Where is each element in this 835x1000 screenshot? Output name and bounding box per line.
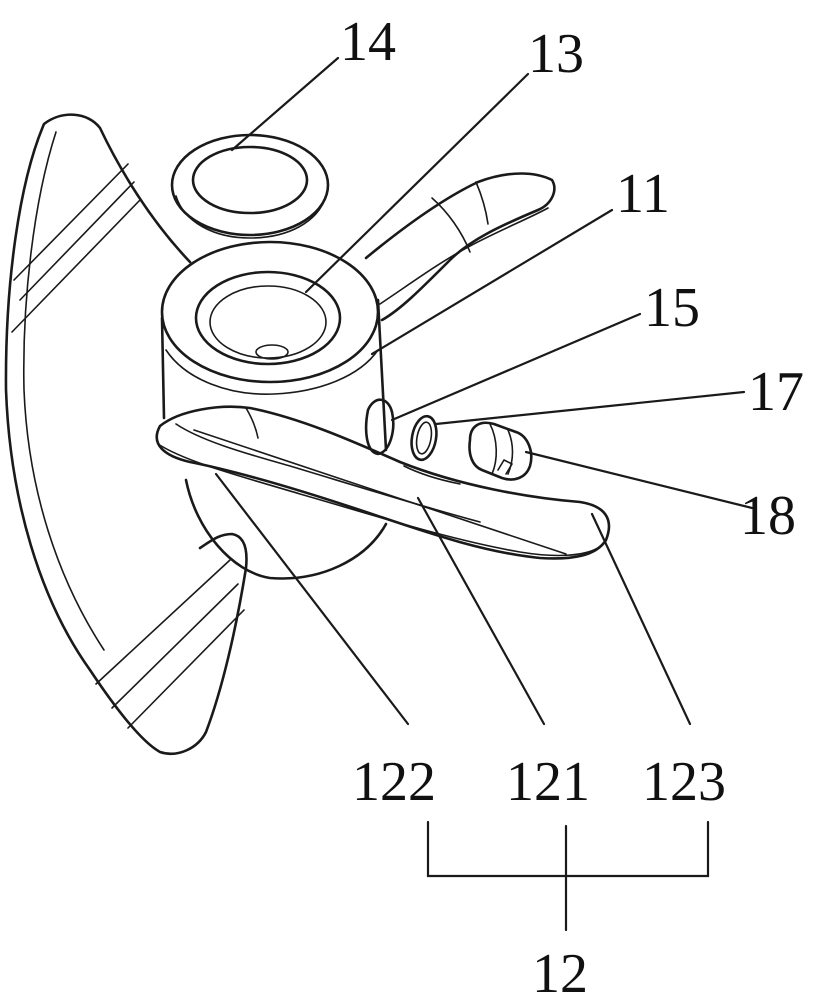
fastener-18 — [470, 423, 532, 480]
right-upper-blade — [366, 174, 554, 321]
leader-14 — [232, 58, 338, 150]
leader-15 — [392, 314, 640, 420]
o-ring-17 — [408, 414, 439, 461]
label-15: 15 — [644, 277, 700, 339]
leader-17 — [436, 392, 744, 424]
left-blade — [6, 115, 247, 754]
leader-123 — [592, 514, 690, 724]
reference-numerals: 14 13 11 15 17 18 122 121 123 12 — [340, 11, 804, 1000]
leader-121 — [418, 498, 544, 724]
label-14: 14 — [340, 11, 396, 73]
leader-122 — [216, 474, 408, 724]
ring-14 — [172, 135, 328, 238]
label-18: 18 — [740, 485, 796, 547]
label-13: 13 — [528, 23, 584, 85]
label-12: 12 — [532, 943, 588, 1000]
label-123: 123 — [642, 751, 726, 813]
label-17: 17 — [748, 361, 804, 423]
label-11: 11 — [616, 163, 670, 225]
leader-13 — [306, 74, 528, 292]
label-122: 122 — [352, 751, 436, 813]
bracket-12 — [428, 822, 708, 930]
label-121: 121 — [506, 751, 590, 813]
